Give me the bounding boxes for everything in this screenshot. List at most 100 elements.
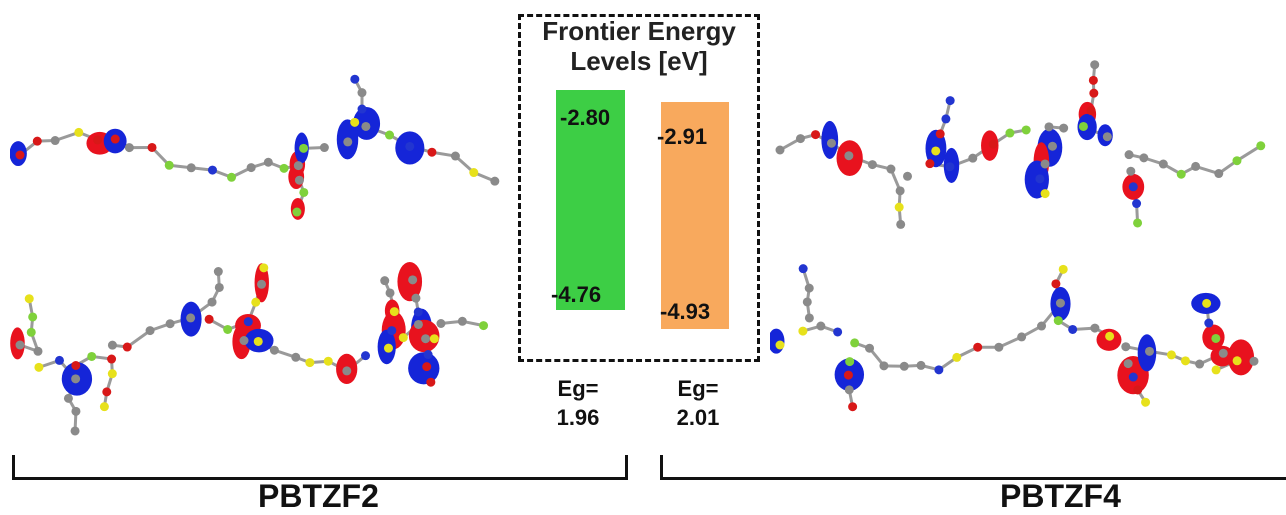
atom bbox=[1125, 150, 1134, 159]
atom bbox=[1126, 167, 1135, 176]
atom bbox=[776, 146, 785, 155]
atom bbox=[259, 263, 268, 272]
atom bbox=[879, 361, 888, 370]
atom bbox=[71, 426, 80, 435]
atom bbox=[305, 358, 314, 367]
atom bbox=[55, 356, 64, 365]
atom bbox=[1103, 132, 1112, 141]
atom bbox=[1079, 122, 1088, 131]
atom bbox=[343, 137, 352, 146]
atom bbox=[994, 343, 1003, 352]
atom bbox=[1048, 142, 1057, 151]
atom bbox=[270, 346, 279, 355]
atom bbox=[16, 341, 25, 350]
atom bbox=[74, 128, 83, 137]
atom bbox=[934, 365, 943, 374]
atom bbox=[71, 407, 80, 416]
atom bbox=[811, 130, 820, 139]
atom bbox=[798, 327, 807, 336]
pbtzf4-bandgap-label: Eg= bbox=[663, 374, 733, 403]
atom bbox=[1133, 385, 1142, 394]
atom bbox=[108, 341, 117, 350]
atom bbox=[1256, 141, 1265, 150]
atom bbox=[342, 366, 351, 375]
pbtzf2-bandgap-value: 1.96 bbox=[543, 403, 613, 432]
atom bbox=[280, 164, 289, 173]
atom bbox=[324, 357, 333, 366]
atom bbox=[886, 165, 895, 174]
atom bbox=[414, 320, 423, 329]
atom bbox=[848, 402, 857, 411]
pbtzf4-homo-orbital-image bbox=[770, 250, 1280, 440]
atom bbox=[1181, 356, 1190, 365]
energy-diagram-title: Frontier Energy Levels [eV] bbox=[518, 16, 760, 76]
atom bbox=[850, 338, 859, 347]
atom bbox=[350, 118, 359, 127]
atom bbox=[436, 319, 445, 328]
atom bbox=[146, 326, 155, 335]
atom bbox=[426, 378, 435, 387]
atom bbox=[186, 313, 195, 322]
atom bbox=[264, 158, 273, 167]
atom bbox=[1141, 398, 1150, 407]
atom bbox=[215, 283, 224, 292]
atom bbox=[1232, 156, 1241, 165]
atom bbox=[208, 298, 217, 307]
atom bbox=[244, 317, 253, 326]
atom bbox=[973, 343, 982, 352]
atom bbox=[968, 154, 977, 163]
atom bbox=[896, 186, 905, 195]
pbtzf4-lumo-orbital-image bbox=[770, 55, 1280, 245]
atom bbox=[166, 319, 175, 328]
atom bbox=[28, 312, 37, 321]
atom bbox=[1129, 182, 1138, 191]
atom bbox=[380, 276, 389, 285]
atom bbox=[71, 361, 80, 370]
atom bbox=[1090, 324, 1099, 333]
atom bbox=[1214, 169, 1223, 178]
pbtzf4-homo-label: -4.93 bbox=[660, 299, 710, 325]
pbtzf2-bracket bbox=[12, 455, 628, 480]
atom bbox=[227, 173, 236, 182]
atom bbox=[1086, 106, 1095, 115]
pbtzf2-homo-orbital-image bbox=[10, 250, 510, 440]
atom bbox=[427, 148, 436, 157]
atom bbox=[399, 333, 408, 342]
atom bbox=[387, 326, 396, 335]
atom bbox=[1129, 373, 1138, 382]
atom bbox=[424, 350, 433, 359]
atom bbox=[925, 159, 934, 168]
atom bbox=[1005, 129, 1014, 138]
atom bbox=[490, 177, 499, 186]
atom bbox=[25, 294, 34, 303]
atom bbox=[1089, 89, 1098, 98]
pbtzf2-homo-label: -4.76 bbox=[551, 282, 601, 308]
atom bbox=[945, 162, 954, 171]
atom bbox=[989, 140, 998, 149]
atom bbox=[1139, 153, 1148, 162]
atom bbox=[214, 267, 223, 276]
atom bbox=[291, 353, 300, 362]
atom bbox=[946, 96, 955, 105]
atom bbox=[816, 322, 825, 331]
atom bbox=[1035, 174, 1044, 183]
atom bbox=[385, 131, 394, 140]
atom bbox=[240, 336, 249, 345]
atom bbox=[1059, 265, 1068, 274]
atom bbox=[1017, 332, 1026, 341]
atom bbox=[123, 343, 132, 352]
atom bbox=[1105, 332, 1114, 341]
atom bbox=[299, 144, 308, 153]
pbtzf4-name: PBTZF4 bbox=[1000, 478, 1121, 515]
atom bbox=[254, 337, 263, 346]
pbtzf4-bracket bbox=[660, 455, 1286, 480]
atom bbox=[422, 362, 431, 371]
atom bbox=[320, 143, 329, 152]
atom bbox=[358, 105, 367, 114]
atom bbox=[1054, 316, 1063, 325]
atom bbox=[205, 315, 214, 324]
pbtzf4-bandgap: Eg= 2.01 bbox=[663, 374, 733, 432]
atom bbox=[865, 344, 874, 353]
atom bbox=[895, 203, 904, 212]
atom bbox=[208, 166, 217, 175]
